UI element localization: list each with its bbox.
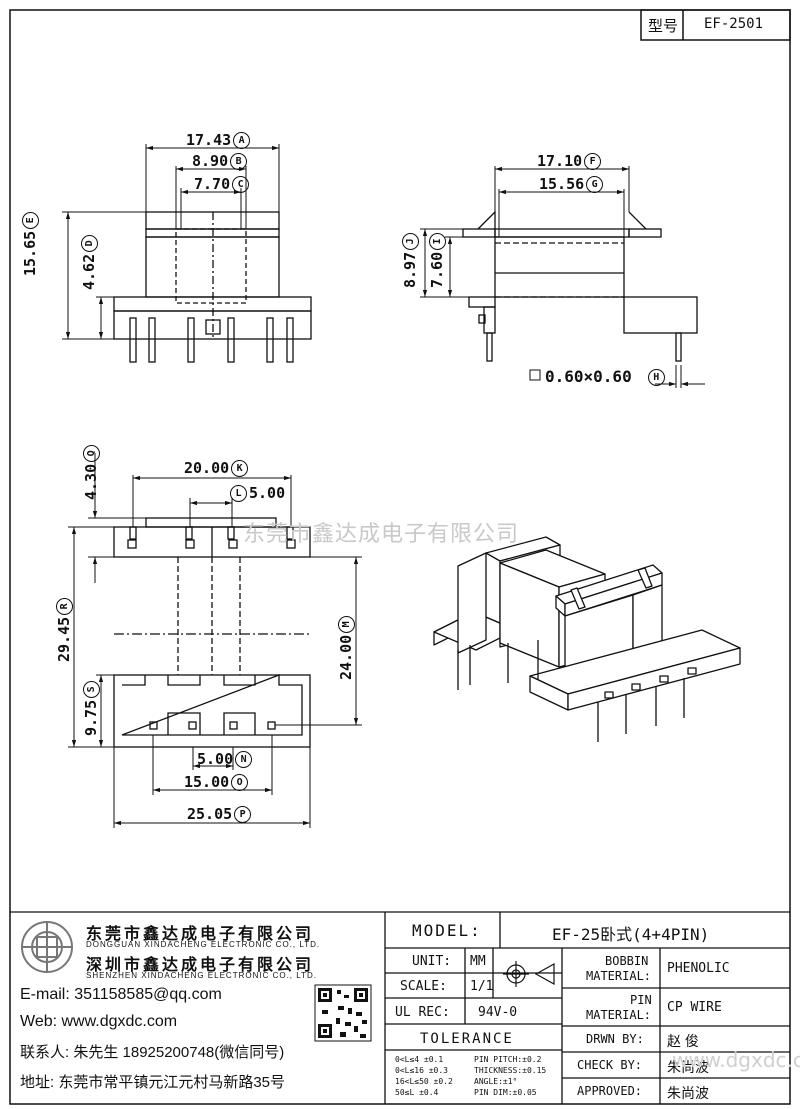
- unit-label: UNIT:: [412, 954, 452, 969]
- dim-d: 4.62D: [80, 234, 98, 290]
- company-name-en-1: DONGGUAN XINDACHENG ELECTRONIC CO., LTD.: [86, 940, 321, 949]
- qr-code: [314, 984, 372, 1042]
- tol-row: THICKNESS:±0.15: [474, 1066, 547, 1075]
- tolerance-label: TOLERANCE: [420, 1031, 514, 1047]
- company-contact: 联系人: 朱先生 18925200748(微信同号): [20, 1044, 285, 1061]
- model-label: MODEL:: [412, 921, 482, 940]
- model-value: EF-25卧式(4+4PIN): [552, 925, 710, 944]
- isometric-view: [433, 536, 741, 742]
- header-model-box: [640, 9, 791, 41]
- tol-row: 0<L≤4 ±0.1: [395, 1055, 444, 1064]
- company-name-cn-2: 深圳市鑫达成电子有限公司: [86, 957, 315, 974]
- approved-value: 朱尚波: [667, 1085, 709, 1101]
- marker-n: N: [235, 751, 253, 768]
- dim-i: 7.60I: [428, 232, 446, 288]
- marker-m: M: [338, 615, 355, 633]
- marker-f: F: [584, 153, 602, 170]
- title-block: [10, 911, 790, 1104]
- check-value: 朱尚波: [667, 1059, 709, 1075]
- pin-label-2: MATERIAL:: [586, 1008, 652, 1022]
- dim-s: 9.75S: [82, 680, 100, 736]
- marker-e: E: [22, 211, 39, 229]
- marker-s: S: [83, 680, 100, 698]
- marker-d: D: [81, 234, 98, 252]
- drawn-value: 赵 俊: [667, 1033, 699, 1049]
- scale-value: 1/1: [470, 979, 494, 994]
- marker-b: B: [230, 153, 248, 170]
- pin-value: CP WIRE: [667, 1000, 722, 1015]
- tol-row: PIN PITCH:±0.2: [474, 1055, 542, 1064]
- marker-i: I: [429, 232, 446, 250]
- bobbin-label-2: MATERIAL:: [586, 969, 652, 983]
- company-name-en-2: SHENZHEN XINDACHENG ELECTRONIC CO., LTD.: [86, 971, 317, 980]
- check-label: CHECK BY:: [577, 1058, 643, 1072]
- sheet-border: [9, 9, 791, 1105]
- marker-g: G: [586, 176, 604, 193]
- front-view: [113, 211, 312, 363]
- marker-k: K: [231, 460, 249, 477]
- marker-r: R: [56, 597, 73, 615]
- tol-row: 50≤L ±0.4: [395, 1088, 439, 1097]
- pin-label-1: PIN: [630, 993, 652, 1007]
- tol-row: ANGLE:±1°: [474, 1077, 518, 1086]
- side-view: [462, 210, 698, 362]
- ulrec-value: 94V-0: [478, 1005, 518, 1020]
- watermark-url: www.dgxdc.com: [672, 1048, 800, 1072]
- tol-row: 16<L≤50 ±0.2: [395, 1077, 453, 1086]
- marker-h: H: [647, 369, 665, 386]
- company-address: 地址: 东莞市常平镇元江元村马新路35号: [20, 1074, 286, 1091]
- marker-l: L: [230, 485, 247, 502]
- marker-o: O: [231, 774, 249, 791]
- approved-label: APPROVED:: [577, 1084, 643, 1098]
- bottom-dimensions: [68, 453, 362, 828]
- ulrec-label: UL REC:: [395, 1005, 450, 1020]
- marker-c: C: [232, 176, 250, 193]
- header-model-value: EF-2501: [704, 16, 764, 32]
- marker-q: Q: [83, 444, 100, 462]
- bobbin-value: PHENOLIC: [667, 961, 730, 976]
- tol-row: 0<L≤16 ±0.3: [395, 1066, 448, 1075]
- marker-j: J: [402, 232, 419, 250]
- unit-value: MM: [470, 954, 486, 969]
- marker-p: P: [234, 806, 252, 823]
- dim-e: 15.65E: [21, 211, 39, 276]
- bottom-view: [113, 517, 311, 748]
- watermark: 东莞市鑫达成电子有限公司: [243, 522, 520, 547]
- company-web: Web: www.dgxdc.com: [20, 1013, 178, 1030]
- tolerance-rows-right: PIN PITCH:±0.2 THICKNESS:±0.15 ANGLE:±1°…: [474, 1054, 546, 1098]
- dim-j: 8.97J: [401, 232, 419, 288]
- company-name-cn-1: 东莞市鑫达成电子有限公司: [86, 926, 315, 943]
- drawn-label: DRWN BY:: [586, 1032, 644, 1046]
- marker-a: A: [233, 132, 251, 149]
- company-email: E-mail: 351158585@qq.com: [20, 986, 222, 1003]
- company-logo: [21, 921, 73, 973]
- dim-m: 24.00M: [337, 615, 355, 680]
- tol-row: PIN DIM:±0.05: [474, 1088, 537, 1097]
- scale-label: SCALE:: [400, 979, 447, 994]
- dim-r: 29.45R: [55, 597, 73, 662]
- dim-q: 4.30Q: [82, 444, 100, 500]
- bobbin-label-1: BOBBIN: [605, 954, 649, 968]
- header-model-label: 型号: [648, 18, 679, 35]
- front-dimensions: [62, 144, 280, 340]
- side-dimensions: [420, 166, 705, 388]
- tolerance-rows: 0<L≤4 ±0.1 0<L≤16 ±0.3 16<L≤50 ±0.2 50≤L…: [395, 1054, 453, 1098]
- front-view-pins: [129, 317, 294, 363]
- projection-symbol: [503, 961, 555, 987]
